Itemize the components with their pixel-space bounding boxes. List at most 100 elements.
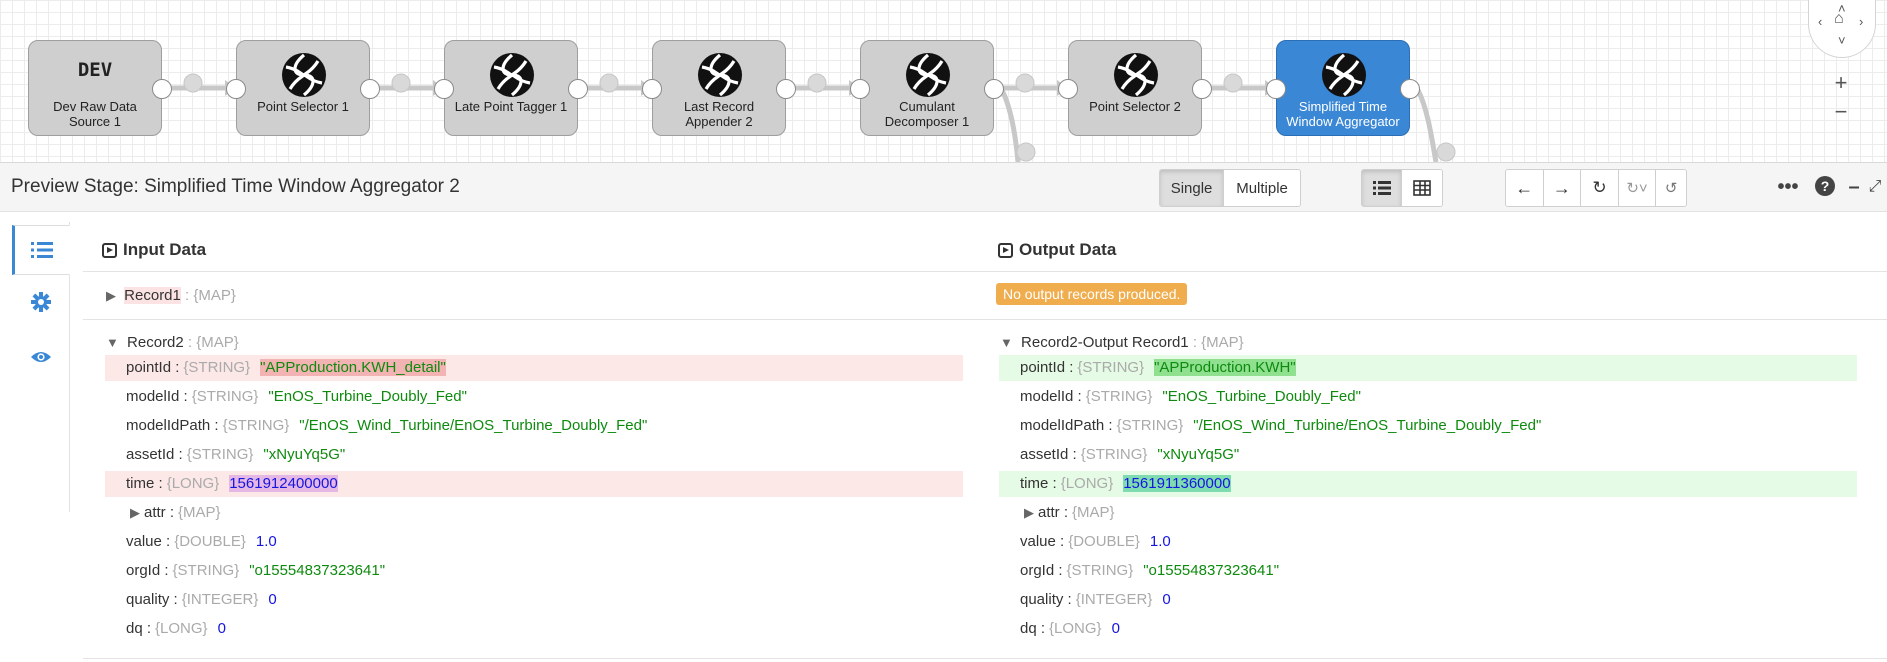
- field-type: {LONG}: [166, 475, 220, 492]
- input-port[interactable]: [1266, 79, 1286, 99]
- field-key: modelIdPath: [1020, 417, 1105, 434]
- field-row-attr[interactable]: ▶attr :{MAP}: [1024, 504, 1115, 521]
- stage-label-line: Late Point Tagger 1: [454, 99, 568, 114]
- field-value: "/EnOS_Wind_Turbine/EnOS_Turbine_Doubly_…: [1193, 417, 1542, 434]
- field-type: {STRING}: [1066, 562, 1134, 579]
- field-value: "xNyuYq5G": [1157, 446, 1240, 463]
- divider: [83, 271, 1887, 272]
- expand-icon[interactable]: ⤢: [1868, 178, 1882, 195]
- output-record-line[interactable]: ▼ Record2-Output Record1 : {MAP}: [1000, 334, 1244, 351]
- field-key: value: [126, 533, 162, 550]
- field-key: value: [1020, 533, 1056, 550]
- field-type: {INTEGER}: [181, 591, 259, 608]
- tab-records[interactable]: [12, 225, 70, 275]
- field-value: "/EnOS_Wind_Turbine/EnOS_Turbine_Doubly_…: [299, 417, 648, 434]
- record-name: Record1: [124, 287, 181, 304]
- multiple-mode-button[interactable]: Multiple: [1224, 170, 1300, 206]
- single-mode-button[interactable]: Single: [1160, 170, 1225, 206]
- pan-right-icon[interactable]: ›: [1859, 14, 1864, 29]
- output-port[interactable]: [984, 79, 1004, 99]
- field-row-time: time :{LONG}1561911360000: [999, 471, 1857, 497]
- zoom-out-button[interactable]: −: [1834, 99, 1848, 124]
- field-type: {STRING}: [191, 388, 259, 405]
- stage-label-line: Window Aggregator: [1286, 114, 1400, 129]
- stage-label-line: Appender 2: [685, 114, 753, 129]
- svg-text:?: ?: [1821, 178, 1830, 194]
- output-port[interactable]: [1400, 79, 1420, 99]
- field-key: pointId: [126, 359, 172, 376]
- arrow-left-icon: ←: [1515, 177, 1534, 198]
- input-port[interactable]: [1058, 79, 1078, 99]
- output-port[interactable]: [568, 79, 588, 99]
- field-value: 0: [1111, 620, 1120, 637]
- gear-icon: [31, 292, 51, 312]
- stage-ps2[interactable]: Point Selector 2: [1058, 40, 1212, 136]
- stage-lpt[interactable]: Late Point Tagger 1: [434, 40, 588, 136]
- field-row-dq: dq :{LONG}0: [126, 620, 226, 637]
- field-row-pointId: pointId :{STRING}"APProduction.KWH": [999, 355, 1857, 381]
- output-port[interactable]: [152, 79, 172, 99]
- record2-line[interactable]: ▼ Record2 : {MAP}: [106, 334, 239, 351]
- reset-button[interactable]: ↺: [1656, 170, 1686, 206]
- input-port[interactable]: [434, 79, 454, 99]
- output-port[interactable]: [1192, 79, 1212, 99]
- pan-navigation-control[interactable]: ‹ ⌂ ˄ ˅ ›: [1808, 0, 1876, 58]
- table-icon: [1413, 180, 1431, 196]
- tab-configuration[interactable]: [12, 277, 70, 327]
- tab-preview-view[interactable]: [12, 332, 70, 382]
- output-port[interactable]: [360, 79, 380, 99]
- input-port[interactable]: [850, 79, 870, 99]
- field-type: {LONG}: [1060, 475, 1114, 492]
- record-mode-toggle: Single Multiple: [1159, 169, 1301, 207]
- input-port[interactable]: [642, 79, 662, 99]
- field-row-time: time :{LONG}1561912400000: [105, 471, 963, 497]
- more-options-icon[interactable]: •••: [1777, 176, 1799, 198]
- help-icon[interactable]: ?: [1813, 175, 1837, 203]
- field-row-modelId: modelId :{STRING}"EnOS_Turbine_Doubly_Fe…: [1020, 388, 1361, 405]
- field-row-value: value :{DOUBLE}1.0: [126, 533, 277, 550]
- refresh-button[interactable]: ↻: [1581, 170, 1619, 206]
- output-port[interactable]: [776, 79, 796, 99]
- stage-label-line: Point Selector 1: [257, 99, 349, 114]
- field-type: {STRING}: [1116, 417, 1184, 434]
- field-value: 1561912400000: [229, 475, 338, 492]
- refresh-options-button[interactable]: ↻˅: [1618, 170, 1657, 206]
- step-back-button[interactable]: ←: [1506, 170, 1544, 206]
- stage-ps1[interactable]: Point Selector 1: [226, 40, 380, 136]
- expand-triangle-icon: ▶: [1024, 505, 1034, 520]
- input-port[interactable]: [226, 79, 246, 99]
- zoom-in-button[interactable]: +: [1834, 70, 1848, 95]
- expand-triangle-icon: ▶: [130, 505, 140, 520]
- step-forward-button[interactable]: →: [1543, 170, 1582, 206]
- minimize-icon[interactable]: –: [1848, 176, 1860, 198]
- pan-up-icon[interactable]: ˄: [1838, 1, 1846, 16]
- output-data-title: Output Data: [1019, 240, 1117, 259]
- field-row-attr[interactable]: ▶attr :{MAP}: [130, 504, 221, 521]
- field-value: 0: [1162, 591, 1171, 608]
- field-key: attr: [1038, 504, 1060, 521]
- stage-label-line: Source 1: [68, 114, 122, 129]
- record1-line[interactable]: ▶ Record1 : {MAP}: [106, 287, 236, 304]
- record-name: Record2: [127, 334, 184, 351]
- field-key: orgId: [126, 562, 161, 579]
- list-view-button[interactable]: [1362, 170, 1403, 206]
- pan-down-icon[interactable]: ˅: [1838, 33, 1846, 48]
- pan-left-icon[interactable]: ‹: [1818, 14, 1823, 29]
- table-view-button[interactable]: [1402, 170, 1442, 206]
- refresh-dropdown-icon: ↻˅: [1626, 180, 1648, 197]
- field-value: "APProduction.KWH": [1154, 359, 1296, 376]
- field-value: "APProduction.KWH_detail": [260, 359, 446, 376]
- stage-label-line: Last Record: [683, 99, 755, 114]
- record-name: Record2-Output Record1: [1021, 334, 1189, 351]
- home-icon[interactable]: ⌂: [1834, 10, 1844, 27]
- stage-label-line: Decomposer 1: [884, 114, 970, 129]
- field-type: {MAP}: [1072, 504, 1115, 521]
- field-row-value: value :{DOUBLE}1.0: [1020, 533, 1171, 550]
